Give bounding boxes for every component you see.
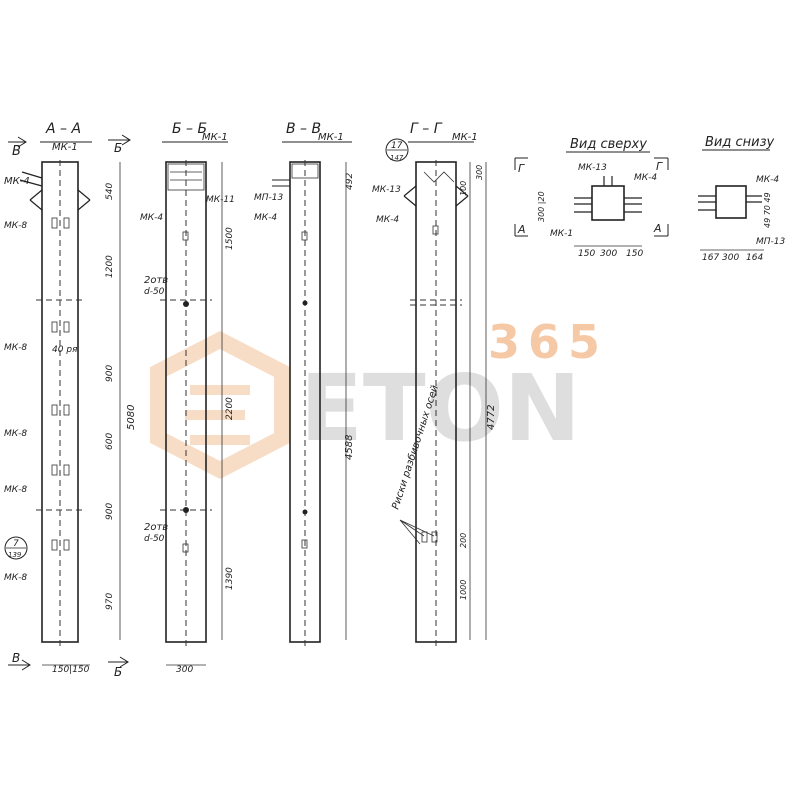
callout-7-sub: 139 — [8, 551, 22, 559]
view-bottom-side-dims: 49 70 49 — [763, 192, 772, 228]
label-mk8-a3: МК-8 — [4, 429, 27, 439]
dim-a-total: 5080 — [126, 405, 137, 430]
label-mk1-v: МК-1 — [318, 132, 344, 143]
section-a-bottom-mark: В — [12, 651, 20, 665]
view-top-dim-2: 150 — [626, 249, 643, 259]
label-mk4-v: МК-4 — [254, 213, 277, 223]
dim-g-4: 1000 — [459, 580, 468, 600]
hole-v-2 — [302, 509, 308, 515]
view-top-dim-1: 300 — [600, 249, 617, 259]
callout-7 — [4, 536, 28, 560]
section-a: А – А В МК-1 МК-4 МК-8 МК-8 40 ря МК-8 М… — [4, 121, 137, 675]
dim-b-1: 2200 — [225, 397, 235, 420]
view-top-title: Вид сверху — [570, 137, 647, 152]
label-mk11-b: МК-11 — [206, 195, 235, 205]
dim-g-1: 100 — [459, 181, 468, 196]
label-mk8-a4: МК-8 — [4, 485, 27, 495]
plates-a — [51, 217, 70, 551]
view-bottom-dim-2: 164 — [746, 253, 763, 263]
view-top-corner-left: Г — [518, 162, 525, 175]
view-top-corner-bl: А — [517, 223, 526, 236]
watermark: 365 ETON — [150, 315, 608, 480]
otv-b-1: 2отв — [144, 275, 168, 286]
label-mp13-v: МП-13 — [254, 193, 284, 203]
label-mk8-a1: МК-8 — [4, 221, 27, 231]
view-top-corner-right: Г — [656, 160, 663, 173]
callout-17-num: 17 — [391, 141, 403, 151]
dim-v-0: 492 — [345, 173, 355, 190]
view-bottom-body — [715, 185, 747, 219]
otv-b-2: 2отв — [144, 522, 168, 533]
label-mk8-a2: МК-8 — [4, 343, 27, 353]
dim-a-4: 900 — [105, 503, 115, 520]
callout-17 — [385, 138, 409, 162]
label-mk4-bottom: МК-4 — [756, 175, 779, 185]
watermark-word: ETON — [300, 355, 581, 462]
label-mk13-top: МК-13 — [578, 163, 607, 173]
section-b-bottom-dims: 300 — [176, 665, 193, 675]
hole-b-1 — [183, 301, 189, 307]
label-mk4-g: МК-4 — [376, 215, 399, 225]
callout-7-num: 7 — [13, 539, 19, 549]
section-b-bottom-mark: Б — [114, 665, 122, 679]
d50-b-1: d-50 — [144, 287, 165, 297]
label-mp13-bottom: МП-13 — [756, 237, 786, 247]
view-top: Вид сверху Г Г А А МК-13 МК-4 МК-1 300 |… — [514, 137, 669, 259]
hole-b-2 — [183, 507, 189, 513]
view-top-corner-br: А — [653, 222, 662, 235]
label-mk4-b: МК-4 — [140, 213, 163, 223]
label-mk1-g: МК-1 — [452, 132, 478, 143]
section-a-cut-mark: В — [12, 144, 21, 159]
view-bottom-dim-0: 167 — [702, 253, 719, 263]
view-top-dim-0: 150 — [578, 249, 595, 259]
section-v: В – В МК-1 МП-13 МК-4 492 4588 — [254, 121, 355, 650]
dim-a-2: 900 — [105, 365, 115, 382]
label-mk4-a: МК-4 — [4, 176, 30, 187]
label-mk4-top: МК-4 — [634, 173, 657, 183]
dim-a-0: 540 — [105, 183, 115, 200]
view-top-body — [591, 185, 625, 221]
dim-b-0: 1500 — [225, 227, 235, 250]
dim-b-2: 1390 — [225, 567, 235, 590]
label-mk1-b: МК-1 — [202, 132, 228, 143]
dim-g-2: 4772 — [486, 405, 497, 430]
view-bottom-dim-1: 300 — [722, 253, 739, 263]
watermark-logo — [150, 330, 290, 480]
view-bottom: Вид снизу МК-4 МП-13 49 70 49 167 300 16… — [698, 135, 786, 263]
dim-v-1: 4588 — [344, 435, 355, 460]
callout-17-sub: 147 — [390, 154, 404, 162]
label-mk13-g: МК-13 — [372, 185, 401, 195]
dim-a-3: 600 — [105, 433, 115, 450]
section-b-title: Б – Б — [172, 121, 207, 137]
section-g-title: Г – Г — [410, 121, 443, 137]
view-top-side-dims: 300 |20 — [537, 191, 546, 222]
section-a-title: А – А — [45, 121, 81, 137]
label-mk1-top: МК-1 — [550, 229, 573, 239]
dim-g-0: 300 — [475, 165, 484, 180]
dim-a-5: 970 — [105, 593, 115, 610]
section-a-bottom-dims: 150|150 — [52, 665, 90, 675]
hole-v-1 — [302, 300, 308, 306]
watermark-number: 365 — [488, 315, 608, 369]
section-v-title: В – В — [286, 121, 321, 137]
d50-b-2: d-50 — [144, 534, 165, 544]
section-b: Б – Б Б МК-1 МК-11 МК-4 2отв d-50 2отв d… — [108, 121, 235, 679]
dim-g-3: 200 — [459, 533, 468, 548]
section-b-cut-mark: Б — [114, 141, 122, 155]
label-mk1-a: МК-1 — [52, 142, 78, 153]
label-mk8-a5: МК-8 — [4, 573, 27, 583]
view-bottom-title: Вид снизу — [705, 135, 774, 150]
dim-a-1: 1200 — [105, 255, 115, 278]
note-40: 40 ря — [52, 345, 78, 355]
